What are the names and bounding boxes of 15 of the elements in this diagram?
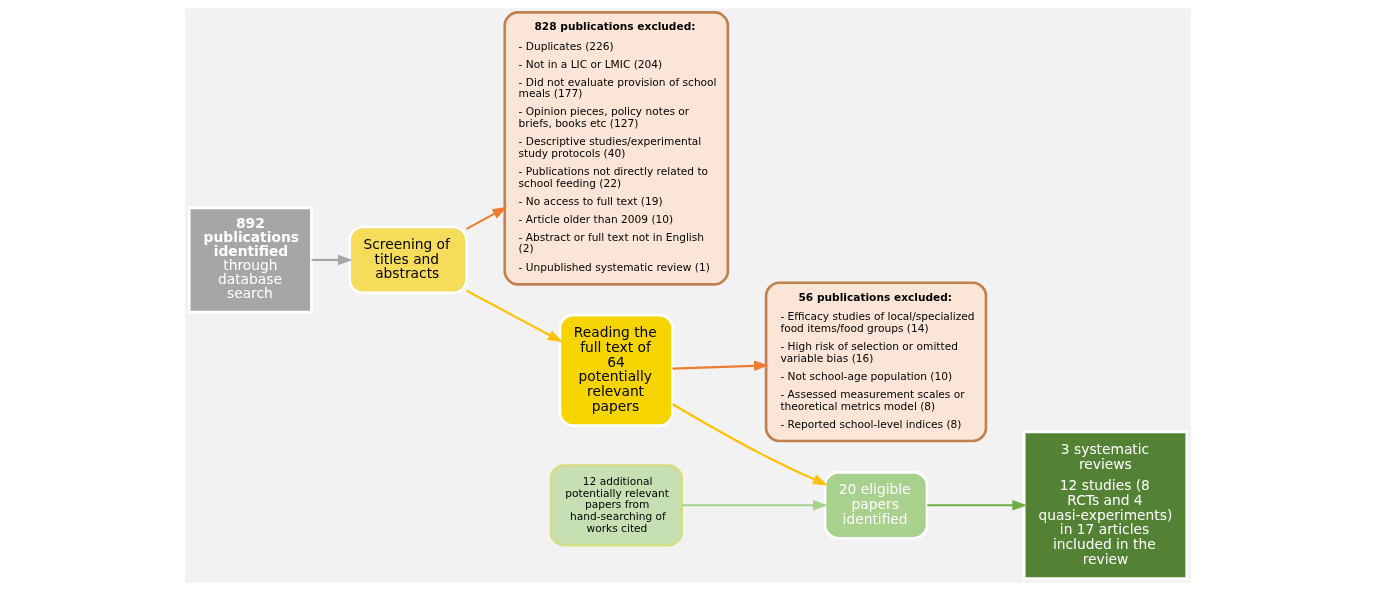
arrow (672, 360, 769, 372)
node-box: 828 publications excluded: - Duplicates (226) - Not in a LIC or LMIC (204) - Did not evaluate provision of school meals (177) - Opinion pieces, policy notes or briefs, books etc (127) - Descriptive studies/experimental study protocols (40) - Publications not directly related to school feeding (22) - No access to full text (19) - Article older than 2009 (10) - Abstract or full text not in English (2) - Unpublished systematic review (1) (503, 11, 730, 286)
node-box: 56 publications excluded: - Efficacy studies of local/specialized food items/food groups (14) - High risk of selection or omitted variable bias (16) - Not school-age population (10) - Assessed measurement scales or theoretical metrics model (8) - Reported school-level indices (8) (764, 281, 988, 443)
node-box: 892 publications identified through database search (187, 206, 313, 314)
node-box: 20 eligible papers identified (823, 471, 929, 540)
arrow (681, 500, 828, 511)
node-box: Reading the full text of 64 potentially relevant papers (558, 313, 674, 427)
arrow (311, 254, 353, 266)
arrow (466, 289, 563, 343)
arrow (927, 500, 1028, 511)
arrow (466, 206, 508, 230)
node-box: Screening of titles and abstracts (348, 225, 468, 295)
node-box: 12 additional potentially relevant papers from hand-searching of works cited (549, 464, 683, 547)
arrow (672, 403, 828, 486)
node-box: 3 systematic reviews 12 studies (8 RCTs and 4 quasi-experiments) in 17 articles included in the review (1022, 430, 1189, 580)
